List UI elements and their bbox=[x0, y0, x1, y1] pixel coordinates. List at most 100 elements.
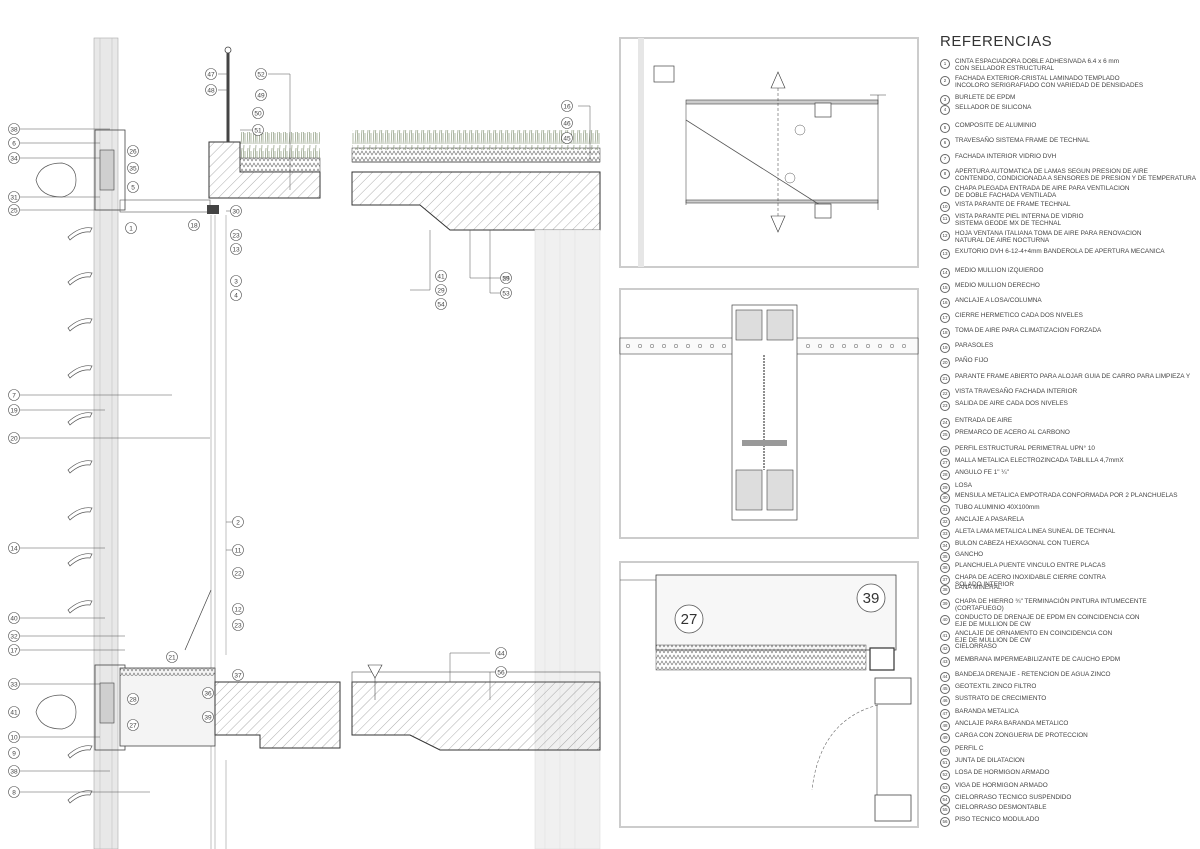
callout-number: 51 bbox=[254, 127, 262, 134]
legend-item-text: ANCLAJE DE ORNAMENTO EN COINCIDENCIA CON… bbox=[955, 630, 1113, 645]
legend-item-text: APERTURA AUTOMATICA DE LAMAS SEGUN PRESI… bbox=[955, 168, 1196, 183]
legend-item-text: VISTA PARANTE DE FRAME TECHNAL bbox=[955, 201, 1071, 208]
callout-number: 27 bbox=[129, 722, 137, 729]
callout-number: 35 bbox=[129, 165, 137, 172]
legend-item-text: CIELORRASO TECNICO SUSPENDIDO bbox=[955, 794, 1072, 801]
legend-item-number: 15 bbox=[940, 283, 950, 293]
callout-number: 14 bbox=[10, 545, 18, 552]
callout-number: 55 bbox=[502, 275, 510, 282]
callout-number: 19 bbox=[10, 407, 18, 414]
legend-item-text: ALETA LAMA METALICA LINEA SUNEAL DE TECH… bbox=[955, 528, 1116, 535]
callout-number: 22 bbox=[234, 570, 242, 577]
legend-item-text: PAÑO FIJO bbox=[955, 357, 989, 364]
legend-item-text: PREMARCO DE ACERO AL CARBONO bbox=[955, 429, 1070, 436]
legend-item-number: 42 bbox=[940, 644, 950, 654]
legend-item-number: 38 bbox=[940, 585, 950, 595]
callout-number: 16 bbox=[563, 103, 571, 110]
legend-item-text: HOJA VENTANA ITALIANA TOMA DE AIRE PARA … bbox=[955, 230, 1142, 245]
callout-number: 2 bbox=[236, 519, 240, 526]
legend-item-text: CIERRE HERMETICO CADA DOS NIVELES bbox=[955, 312, 1083, 319]
legend-item-text: PLANCHUELA PUENTE VINCULO ENTRE PLACAS bbox=[955, 562, 1106, 569]
callout-number: 25 bbox=[10, 207, 18, 214]
upper-slab-mid bbox=[351, 130, 601, 231]
upper-node bbox=[94, 46, 321, 214]
callout-number: 50 bbox=[254, 110, 262, 117]
legend-item-text: BARANDA METALICA bbox=[955, 708, 1019, 715]
legend-title: REFERENCIAS bbox=[940, 33, 1053, 50]
legend-item-text: GEOTEXTIL ZINCO FILTRO bbox=[955, 683, 1037, 690]
callout-number: 54 bbox=[437, 301, 445, 308]
legend-item-text: ANCLAJE PARA BARANDA METALICO bbox=[955, 720, 1069, 727]
legend-item-number: 6 bbox=[940, 138, 950, 148]
legend-item-number: 30 bbox=[940, 493, 950, 503]
legend-item-number: 41 bbox=[940, 631, 950, 641]
legend-item: 13 EXUTORIO DVH 6-12-4+4mm BANDEROLA DE A… bbox=[940, 248, 1198, 259]
callout-number: 28 bbox=[129, 696, 137, 703]
legend-item-text: PISO TECNICO MODULADO bbox=[955, 816, 1040, 823]
legend-item-number: 40 bbox=[940, 615, 950, 625]
legend-item-number: 43 bbox=[940, 657, 950, 667]
legend-item-text: ANGULO FE 1" ¼" bbox=[955, 469, 1009, 476]
legend-item-number: 17 bbox=[940, 313, 950, 323]
leader-lines bbox=[20, 73, 591, 793]
detail-frame-top bbox=[619, 37, 919, 268]
legend-item-number: 46 bbox=[940, 696, 950, 706]
legend-item-text: FACHADA INTERIOR VIDRIO DVH bbox=[955, 153, 1057, 160]
legend-item-text: MENSULA METALICA EMPOTRADA CONFORMADA PO… bbox=[955, 492, 1178, 499]
legend-item-number: 7 bbox=[940, 154, 950, 164]
detail-frame-mid bbox=[619, 288, 919, 539]
legend-item-number: 54 bbox=[940, 795, 950, 805]
callout-number: 20 bbox=[10, 435, 18, 442]
legend-item-number: 13 bbox=[940, 249, 950, 259]
legend-item-text: ENTRADA DE AIRE bbox=[955, 417, 1013, 424]
callout-number: 31 bbox=[10, 194, 18, 201]
legend-item: 30 MENSULA METALICA EMPOTRADA CONFORMADA … bbox=[940, 492, 1198, 503]
legend-item-text: FACHADA EXTERIOR-CRISTAL LAMINADO TEMPLA… bbox=[955, 75, 1144, 90]
legend-item-number: 23 bbox=[940, 401, 950, 411]
callout-number: 41 bbox=[10, 709, 18, 716]
callout-number: 30 bbox=[232, 208, 240, 215]
lower-node bbox=[94, 589, 601, 751]
legend-item-number: 21 bbox=[940, 374, 950, 384]
legend-item-number: 4 bbox=[940, 105, 950, 115]
detail-callout-number: 39 bbox=[863, 590, 880, 607]
legend-item-text: VIGA DE HORMIGON ARMADO bbox=[955, 782, 1048, 789]
legend-item-number: 25 bbox=[940, 430, 950, 440]
legend-item-text: SUSTRATO DE CRECIMIENTO bbox=[955, 695, 1047, 702]
callout-number: 32 bbox=[10, 633, 18, 640]
legend-item-text: BANDEJA DRENAJE - RETENCION DE AGUA ZINC… bbox=[955, 671, 1111, 678]
callout-number: 37 bbox=[234, 672, 242, 679]
legend-item-text: PERFIL C bbox=[955, 745, 984, 752]
legend-item-number: 37 bbox=[940, 575, 950, 585]
callout-number: 49 bbox=[257, 92, 265, 99]
callout-number: 38 bbox=[10, 768, 18, 775]
legend-item-number: 1 bbox=[940, 59, 950, 69]
legend-item-text: EXUTORIO DVH 6-12-4+4mm BANDEROLA DE APE… bbox=[955, 248, 1165, 255]
legend-item-number: 39 bbox=[940, 599, 950, 609]
legend-item-text: CONDUCTO DE DRENAJE DE EPDM EN COINCIDEN… bbox=[955, 614, 1140, 629]
legend-item-number: 3 bbox=[940, 95, 950, 105]
callout-number: 34 bbox=[10, 155, 18, 162]
legend-item-number: 50 bbox=[940, 746, 950, 756]
legend-item-text: MALLA METALICA ELECTROZINCADA TABLILLA 4… bbox=[955, 457, 1124, 464]
callout-circles bbox=[8, 68, 886, 798]
